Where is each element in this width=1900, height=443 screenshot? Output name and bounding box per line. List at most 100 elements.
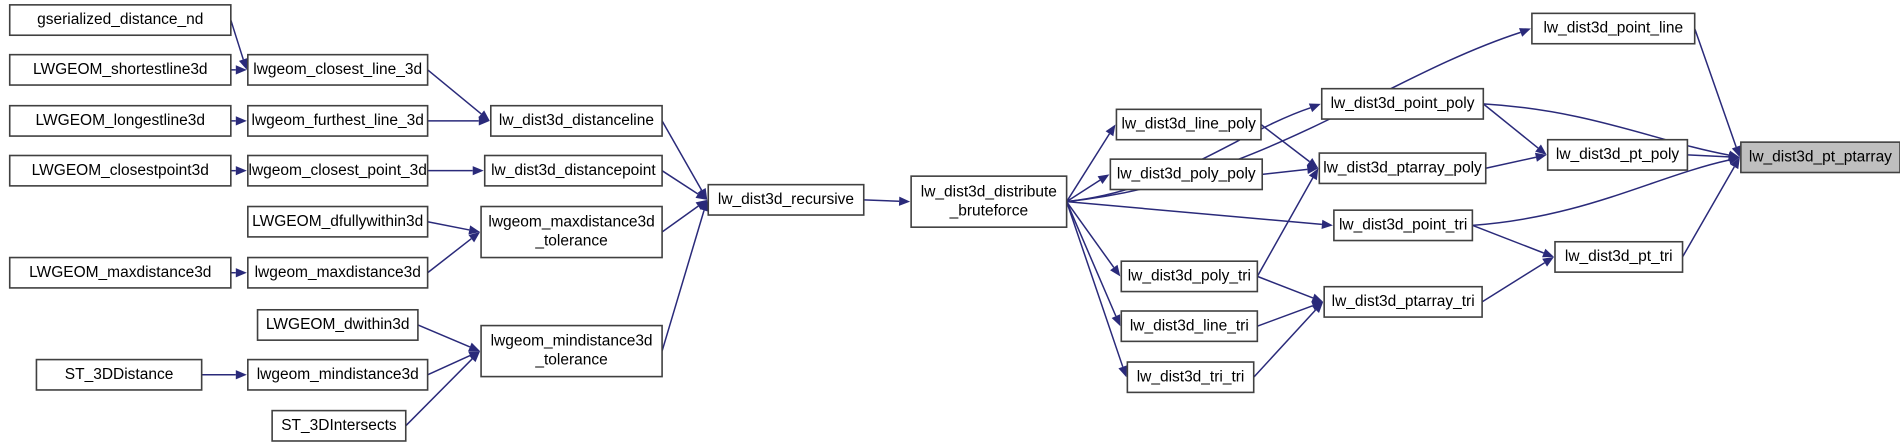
arrowhead-lw_dist3d_pt_tri	[1542, 248, 1554, 258]
node-box-lw_dist3d_pt_poly[interactable]	[1546, 138, 1689, 171]
node-box-LWGEOM_dwithin3d[interactable]	[256, 308, 419, 341]
node-box-ST_3DIntersects[interactable]	[271, 409, 407, 442]
node-box-lw_dist3d_tri_tri[interactable]	[1126, 361, 1255, 394]
node-box-lwgeom_mindistance3d[interactable]	[247, 358, 429, 391]
node-box-lwgeom_mindistance3d_tolerance[interactable]	[480, 324, 663, 378]
node-lw_dist3d_poly_poly[interactable]: lw_dist3d_poly_poly	[1109, 158, 1264, 191]
node-lwgeom_mindistance3d[interactable]: lwgeom_mindistance3d	[247, 358, 429, 391]
node-LWGEOM_dfullywithin3d[interactable]: LWGEOM_dfullywithin3d	[247, 205, 429, 238]
node-box-lw_dist3d_ptarray_poly[interactable]	[1318, 152, 1487, 185]
node-lw_dist3d_pt_poly[interactable]: lw_dist3d_pt_poly	[1546, 138, 1689, 171]
node-lw_dist3d_point_poly[interactable]: lw_dist3d_point_poly	[1320, 87, 1485, 120]
edge-lwgeom_closest_line_3d-to-lw_dist3d_distanceline	[427, 69, 482, 115]
arrowhead-lw_dist3d_line_tri	[1111, 314, 1121, 327]
node-lwgeom_maxdistance3d[interactable]: lwgeom_maxdistance3d	[247, 256, 429, 289]
node-lw_dist3d_tri_tri[interactable]: lw_dist3d_tri_tri	[1126, 361, 1255, 394]
node-box-lw_dist3d_recursive[interactable]	[707, 183, 865, 216]
node-lwgeom_furthest_line_3d[interactable]: lwgeom_furthest_line_3d	[247, 104, 429, 137]
edge-ST_3DIntersects-to-lwgeom_mindistance3d_tolerance	[405, 358, 473, 427]
edge-lw_dist3d_pt_poly-to-lw_dist3d_pt_ptarray	[1687, 154, 1729, 158]
arrowhead-lw_dist3d_poly_tri	[1110, 264, 1121, 277]
node-box-lw_dist3d_point_poly[interactable]	[1320, 87, 1485, 120]
node-lw_dist3d_ptarray_tri[interactable]: lw_dist3d_ptarray_tri	[1323, 285, 1483, 318]
node-label-gserialized_distance_nd: gserialized_distance_nd	[37, 11, 203, 28]
node-box-ST_3DDistance[interactable]	[35, 358, 203, 391]
node-LWGEOM_shortestline3d[interactable]: LWGEOM_shortestline3d	[8, 53, 232, 86]
node-box-lw_dist3d_distanceline[interactable]	[489, 104, 663, 137]
edge-lw_dist3d_distribute_bruteforce-to-lw_dist3d_poly_poly	[1066, 179, 1101, 203]
node-lwgeom_mindistance3d_tolerance[interactable]: lwgeom_mindistance3d_tolerance	[480, 324, 663, 378]
node-lwgeom_closest_line_3d[interactable]: lwgeom_closest_line_3d	[247, 53, 429, 86]
arrowhead-lw_dist3d_recursive	[695, 199, 708, 210]
edge-lw_dist3d_distanceline-to-lw_dist3d_recursive	[661, 120, 703, 191]
arrowhead-lwgeom_furthest_line_3d	[235, 116, 247, 126]
arrowhead-lwgeom_mindistance3d_tolerance	[468, 342, 481, 352]
node-box-lw_dist3d_point_tri[interactable]	[1333, 209, 1474, 242]
node-lw_dist3d_distribute_bruteforce[interactable]: lw_dist3d_distribute_bruteforce	[910, 175, 1068, 228]
arrowhead-lwgeom_closest_line_3d	[238, 57, 248, 70]
node-box-lw_dist3d_distancepoint[interactable]	[483, 154, 663, 187]
arrowhead-lw_dist3d_pt_poly	[1534, 152, 1547, 162]
arrowhead-lwgeom_maxdistance3d_tolerance	[468, 225, 481, 235]
node-lw_dist3d_point_tri[interactable]: lw_dist3d_point_tri	[1333, 209, 1474, 242]
node-box-lw_dist3d_distribute_bruteforce[interactable]	[910, 175, 1068, 228]
node-box-lwgeom_maxdistance3d[interactable]	[247, 256, 429, 289]
node-box-LWGEOM_longestline3d[interactable]	[8, 104, 232, 137]
arrowhead-lw_dist3d_point_poly	[1308, 103, 1321, 113]
node-box-lwgeom_furthest_line_3d[interactable]	[247, 104, 429, 137]
node-gserialized_distance_nd[interactable]: gserialized_distance_nd	[8, 4, 232, 37]
node-label-lw_dist3d_point_poly: lw_dist3d_point_poly	[1331, 95, 1475, 112]
edge-lw_dist3d_distribute_bruteforce-to-lw_dist3d_poly_tri	[1066, 201, 1115, 268]
node-label-lw_dist3d_line_tri: lw_dist3d_line_tri	[1130, 317, 1249, 334]
arrowhead-lw_dist3d_line_poly	[1105, 124, 1116, 137]
node-lw_dist3d_poly_tri[interactable]: lw_dist3d_poly_tri	[1120, 260, 1259, 293]
node-ST_3DIntersects[interactable]: ST_3DIntersects	[271, 409, 407, 442]
node-box-LWGEOM_shortestline3d[interactable]	[8, 53, 232, 86]
node-label-lwgeom_mindistance3d_tolerance: lwgeom_mindistance3d	[491, 333, 653, 350]
node-lwgeom_maxdistance3d_tolerance[interactable]: lwgeom_maxdistance3d_tolerance	[480, 205, 663, 259]
node-LWGEOM_longestline3d[interactable]: LWGEOM_longestline3d	[8, 104, 232, 137]
arrowhead-lw_dist3d_ptarray_poly	[1306, 164, 1319, 174]
node-lw_dist3d_line_tri[interactable]: lw_dist3d_line_tri	[1120, 310, 1259, 343]
node-lwgeom_closest_point_3d[interactable]: lwgeom_closest_point_3d	[247, 154, 429, 187]
node-box-lwgeom_closest_point_3d[interactable]	[247, 154, 429, 187]
arrowhead-lw_dist3d_poly_poly	[1097, 174, 1110, 185]
node-label-lwgeom_closest_point_3d: lwgeom_closest_point_3d	[249, 162, 427, 179]
edge-lw_dist3d_poly_tri-to-lw_dist3d_ptarray_tri	[1257, 275, 1314, 299]
node-box-LWGEOM_closestpoint3d[interactable]	[8, 154, 232, 187]
node-lw_dist3d_recursive[interactable]: lw_dist3d_recursive	[707, 183, 865, 216]
node-box-lw_dist3d_line_tri[interactable]	[1120, 310, 1259, 343]
node-lw_dist3d_distancepoint[interactable]: lw_dist3d_distancepoint	[483, 154, 663, 187]
node-box-lw_dist3d_poly_tri[interactable]	[1120, 260, 1259, 293]
node-label-lw_dist3d_poly_tri: lw_dist3d_poly_tri	[1128, 267, 1251, 284]
node-box-lw_dist3d_pt_ptarray[interactable]	[1740, 141, 1900, 174]
node-LWGEOM_dwithin3d[interactable]: LWGEOM_dwithin3d	[256, 308, 419, 341]
node-lw_dist3d_line_poly[interactable]: lw_dist3d_line_poly	[1115, 108, 1262, 141]
arrowhead-lw_dist3d_recursive	[695, 190, 708, 200]
node-box-LWGEOM_maxdistance3d[interactable]	[8, 256, 232, 289]
node-box-gserialized_distance_nd[interactable]	[8, 4, 232, 37]
edge-lw_dist3d_distribute_bruteforce-to-lw_dist3d_line_tri	[1065, 201, 1117, 317]
node-box-lw_dist3d_poly_poly[interactable]	[1109, 158, 1264, 191]
node-LWGEOM_maxdistance3d[interactable]: LWGEOM_maxdistance3d	[8, 256, 232, 289]
node-LWGEOM_closestpoint3d[interactable]: LWGEOM_closestpoint3d	[8, 154, 232, 187]
node-box-lw_dist3d_line_poly[interactable]	[1115, 108, 1262, 141]
edge-lw_dist3d_tri_tri-to-lw_dist3d_ptarray_tri	[1253, 309, 1317, 378]
edge-lw_dist3d_ptarray_tri-to-lw_dist3d_pt_tri	[1481, 262, 1546, 303]
node-ST_3DDistance[interactable]: ST_3DDistance	[35, 358, 203, 391]
node-box-lw_dist3d_pt_tri[interactable]	[1554, 240, 1684, 273]
edge-lwgeom_mindistance3d_tolerance-to-lw_dist3d_recursive	[661, 210, 705, 352]
node-lw_dist3d_ptarray_poly[interactable]: lw_dist3d_ptarray_poly	[1318, 152, 1487, 185]
node-box-lw_dist3d_ptarray_tri[interactable]	[1323, 285, 1483, 318]
node-label-lw_dist3d_line_poly: lw_dist3d_line_poly	[1122, 116, 1257, 133]
node-lw_dist3d_distanceline[interactable]: lw_dist3d_distanceline	[489, 104, 663, 137]
node-box-lwgeom_maxdistance3d_tolerance[interactable]	[480, 205, 663, 259]
node-lw_dist3d_pt_tri[interactable]: lw_dist3d_pt_tri	[1554, 240, 1684, 273]
node-box-LWGEOM_dfullywithin3d[interactable]	[247, 205, 429, 238]
node-box-lwgeom_closest_line_3d[interactable]	[247, 53, 429, 86]
arrowhead-lwgeom_maxdistance3d_tolerance	[468, 232, 481, 243]
node-label-lwgeom_maxdistance3d: lwgeom_maxdistance3d	[255, 264, 421, 281]
node-box-lw_dist3d_point_line[interactable]	[1531, 12, 1696, 45]
node-lw_dist3d_pt_ptarray[interactable]: lw_dist3d_pt_ptarray	[1740, 141, 1900, 174]
node-lw_dist3d_point_line[interactable]: lw_dist3d_point_line	[1531, 12, 1696, 45]
